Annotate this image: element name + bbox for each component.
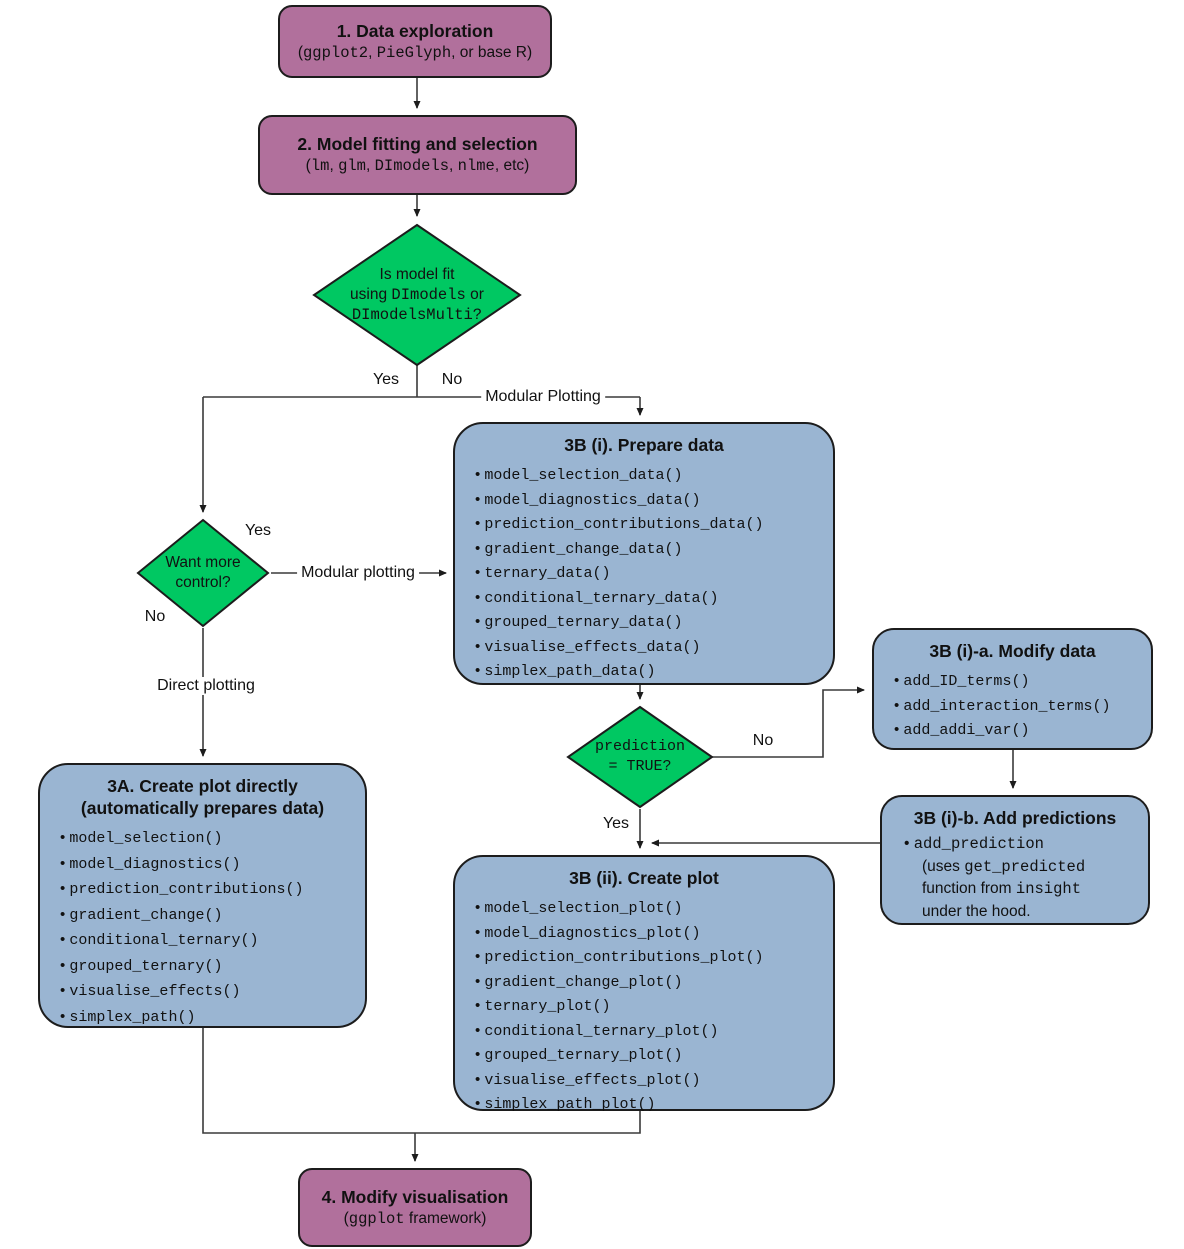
node-add-predictions: 3B (i)-b. Add predictions • add_predicti… [880,795,1150,925]
node-subtitle: (ggplot2, PieGlyph, or base R) [297,43,533,62]
node-title-line2: (automatically prepares data) [80,798,325,818]
node-title: 3B (ii). Create plot [569,868,719,888]
diamond-shape [136,518,270,628]
node-modify-data: 3B (i)-a. Modify data add_ID_terms()add_… [872,628,1153,750]
node-title: 2. Model fitting and selection [297,134,538,154]
node-title: 1. Data exploration [336,20,494,41]
node-create-plot-directly: 3A. Create plot directly (automatically … [38,763,367,1028]
node-subtitle: (ggplot framework) [343,1209,487,1228]
node-model-fitting: 2. Model fitting and selection (lm, glm,… [258,115,577,195]
node-title: 3A. Create plot directly [107,776,298,796]
function-list: add_ID_terms()add_interaction_terms()add… [874,669,1151,743]
node-title: 4. Modify visualisation [321,1186,509,1207]
node-subtitle: (lm, glm, DImodels, nlme, etc) [305,157,530,175]
node-prepare-data: 3B (i). Prepare data model_selection_dat… [453,422,835,685]
node-modify-visualisation: 4. Modify visualisation (ggplot framewor… [298,1168,532,1247]
arrow-d3-no-to-b3ia [712,686,865,758]
node-title: 3B (i)-a. Modify data [929,641,1096,661]
label-modular-plotting-mid: Modular plotting [297,564,419,582]
wire-bottom-merge [202,1028,641,1134]
node-title: 3B (i)-b. Add predictions [913,808,1117,828]
label-no-d3: No [752,732,774,749]
decision-prediction-true: prediction= TRUE? [565,705,715,809]
label-no-d2: No [144,608,166,625]
node-create-plot-modular: 3B (ii). Create plot model_selection_plo… [453,855,835,1113]
label-no-d1: No [441,371,463,388]
label-direct-plotting: Direct plotting [153,677,259,695]
diamond-shape [566,705,714,809]
function-list: model_selection_data()model_diagnostics_… [455,463,833,684]
function-list: model_selection_plot()model_diagnostics_… [455,896,833,1117]
decision-text: prediction= TRUE? [594,738,685,775]
label-yes-d2: Yes [244,522,272,539]
label-modular-plotting-top: Modular Plotting [481,388,605,406]
function-list: model_selection()model_diagnostics()pred… [40,826,365,1030]
label-yes-d1: Yes [372,371,400,388]
node-title: 3B (i). Prepare data [564,435,724,455]
label-yes-d3: Yes [602,815,630,832]
node-data-exploration: 1. Data exploration (ggplot2, PieGlyph, … [278,5,552,78]
diamond-shape [312,223,522,367]
